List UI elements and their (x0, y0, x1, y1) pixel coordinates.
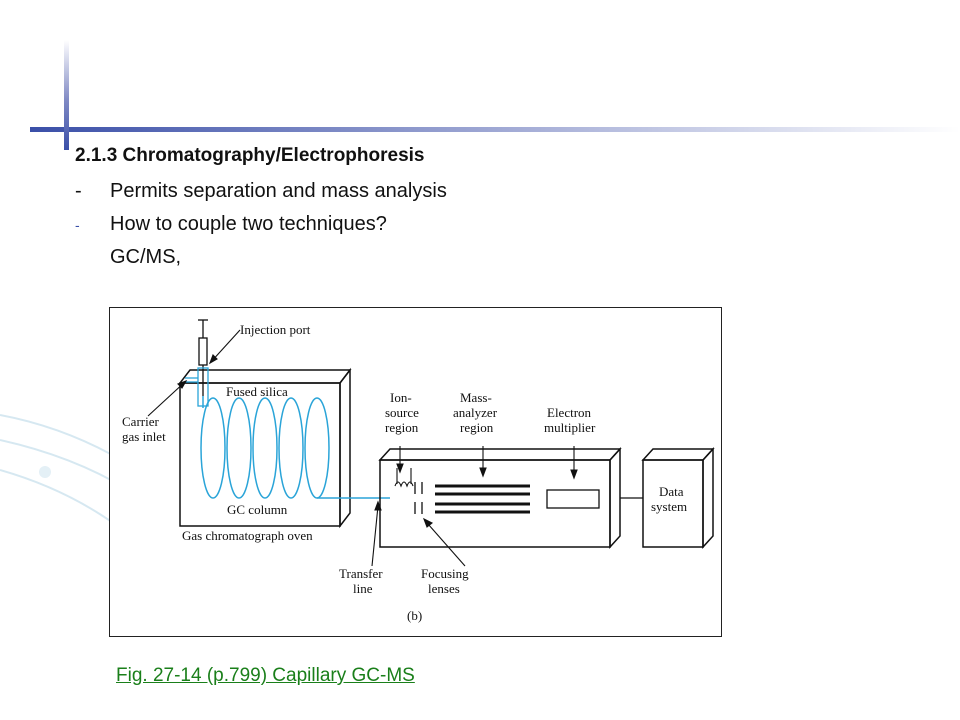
gc-oven (178, 367, 352, 529)
label-ion-source-3: region (385, 420, 419, 435)
swoosh-dot (39, 466, 51, 478)
label-gc-column: GC column (227, 502, 288, 517)
mass-analyzer-rods (435, 484, 530, 514)
focusing-lenses (414, 482, 423, 514)
gc-column-coil (200, 396, 390, 499)
bullet-marker: - (75, 217, 80, 233)
mass-spectrometer (378, 447, 622, 549)
gcms-figure: Injection port Carrier gas inlet Fused s… (109, 307, 722, 637)
injection-fitting (185, 367, 209, 407)
bullet-text: How to couple two techniques? (110, 213, 387, 235)
label-mass-analyzer-1: Mass- (460, 390, 492, 405)
accent-horizontal-bar (30, 127, 960, 132)
label-data-system-1: Data (659, 484, 684, 499)
electron-multiplier (546, 489, 600, 509)
bullet-text: Permits separation and mass analysis (110, 180, 447, 202)
label-data-system-2: system (651, 499, 687, 514)
bullet-text: GC/MS, (110, 246, 182, 268)
callout-arrows (147, 329, 578, 567)
slide-heading: 2.1.3 Chromatography/Electrophoresis (75, 145, 425, 166)
label-carrier-gas-1: Carrier (122, 414, 159, 429)
label-oven: Gas chromatograph oven (182, 528, 313, 543)
label-focusing-2: lenses (428, 581, 460, 596)
gcms-diagram: Injection port Carrier gas inlet Fused s… (122, 319, 715, 623)
accent-vertical-bar (64, 40, 69, 150)
data-system-box (641, 447, 715, 549)
syringe-icon (198, 319, 208, 396)
label-panel: (b) (407, 608, 422, 623)
label-ion-source-1: Ion- (390, 390, 412, 405)
label-transfer-1: Transfer (339, 566, 383, 581)
label-mass-analyzer-2: analyzer (453, 405, 498, 420)
label-mass-analyzer-3: region (460, 420, 494, 435)
label-ion-source-2: source (385, 405, 419, 420)
label-carrier-gas-2: gas inlet (122, 429, 166, 444)
label-injection-port: Injection port (240, 322, 311, 337)
label-electron-mult-1: Electron (547, 405, 592, 420)
bullet-marker: - (75, 180, 82, 202)
ion-source-filament (394, 468, 414, 488)
label-focusing-1: Focusing (421, 566, 469, 581)
label-electron-mult-2: multiplier (544, 420, 596, 435)
label-transfer-2: line (353, 581, 373, 596)
label-fused-silica: Fused silica (226, 384, 288, 399)
figure-caption-link[interactable]: Fig. 27-14 (p.799) Capillary GC-MS (116, 665, 415, 686)
